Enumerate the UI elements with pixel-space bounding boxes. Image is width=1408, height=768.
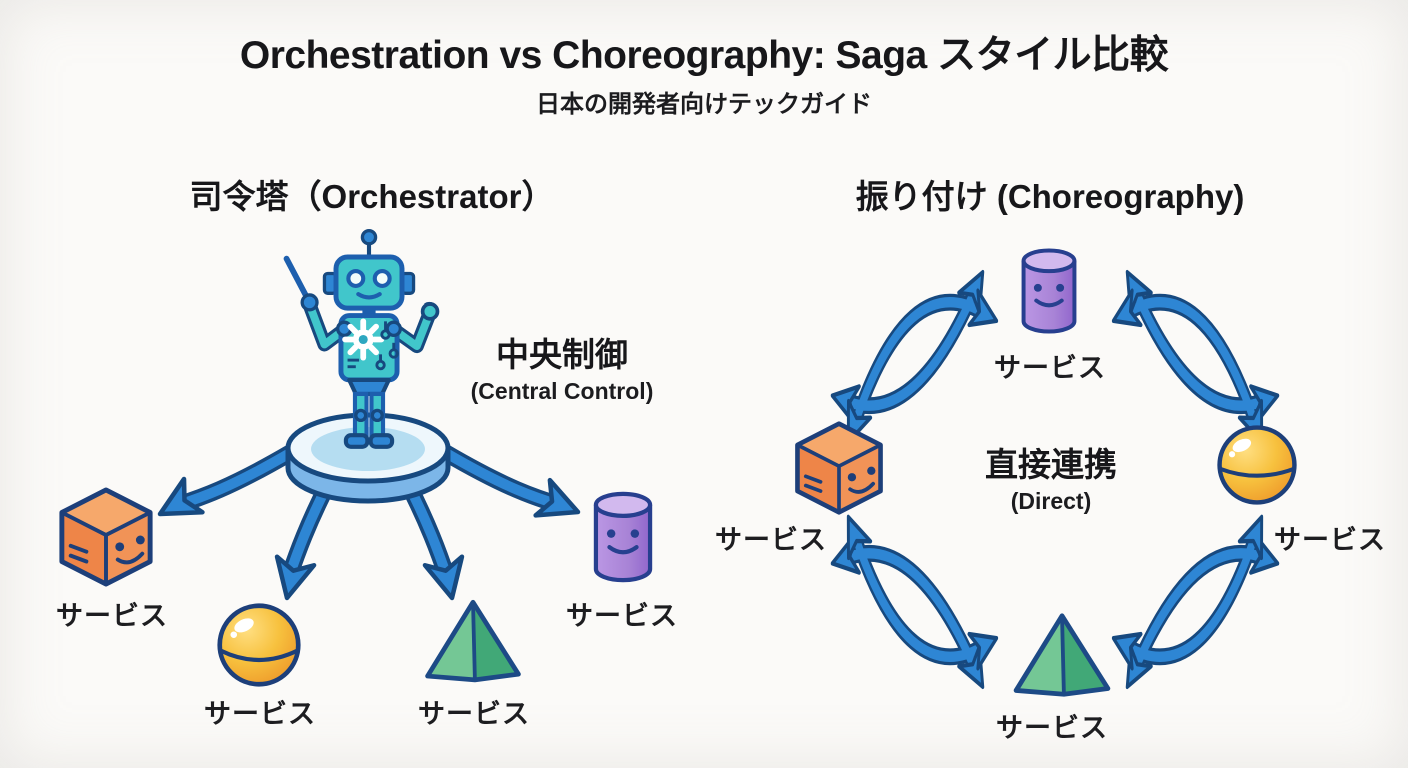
robot-head <box>333 254 405 311</box>
page-subtitle: 日本の開発者向けテックガイド <box>536 91 872 118</box>
gear-icon <box>342 318 385 361</box>
service-label: サービス <box>996 713 1108 743</box>
direct-en: (Direct) <box>1010 488 1092 514</box>
service-label: サービス <box>204 699 316 729</box>
service-cylinder-icon <box>1021 248 1077 334</box>
service-cylinder-icon <box>593 491 653 583</box>
central-control-annotation: 中央制御 (Central Control) <box>432 328 692 405</box>
exchange-arrows-bottom-left <box>822 506 1012 701</box>
service-pyramid-icon <box>425 599 521 683</box>
robot-conductor-icon <box>283 228 440 449</box>
service-label: サービス <box>715 525 827 555</box>
page-title: Orchestration vs Choreography: Saga スタイル… <box>239 34 1169 77</box>
service-label: サービス <box>566 601 678 631</box>
central-control-jp: 中央制御 <box>496 336 628 373</box>
orchestration-heading: 司令塔（Orchestrator） <box>189 178 555 215</box>
service-label: サービス <box>418 699 530 729</box>
direct-annotation: 直接連携 (Direct) <box>921 438 1181 515</box>
choreography-heading: 振り付け (Choreography) <box>855 178 1245 215</box>
podium-icon <box>285 412 451 504</box>
service-sphere-icon <box>217 603 301 687</box>
service-label: サービス <box>994 353 1106 383</box>
circuit-icon <box>347 321 399 371</box>
service-cube-icon <box>795 421 883 515</box>
service-label: サービス <box>56 601 168 631</box>
service-cube-icon <box>59 487 153 587</box>
direct-jp: 直接連携 <box>985 446 1117 483</box>
orchestrator-fan-arrows <box>157 412 581 601</box>
central-control-en: (Central Control) <box>470 378 654 404</box>
service-label: サービス <box>1274 525 1386 555</box>
service-sphere-icon <box>1217 425 1297 505</box>
service-pyramid-icon <box>1013 613 1111 697</box>
